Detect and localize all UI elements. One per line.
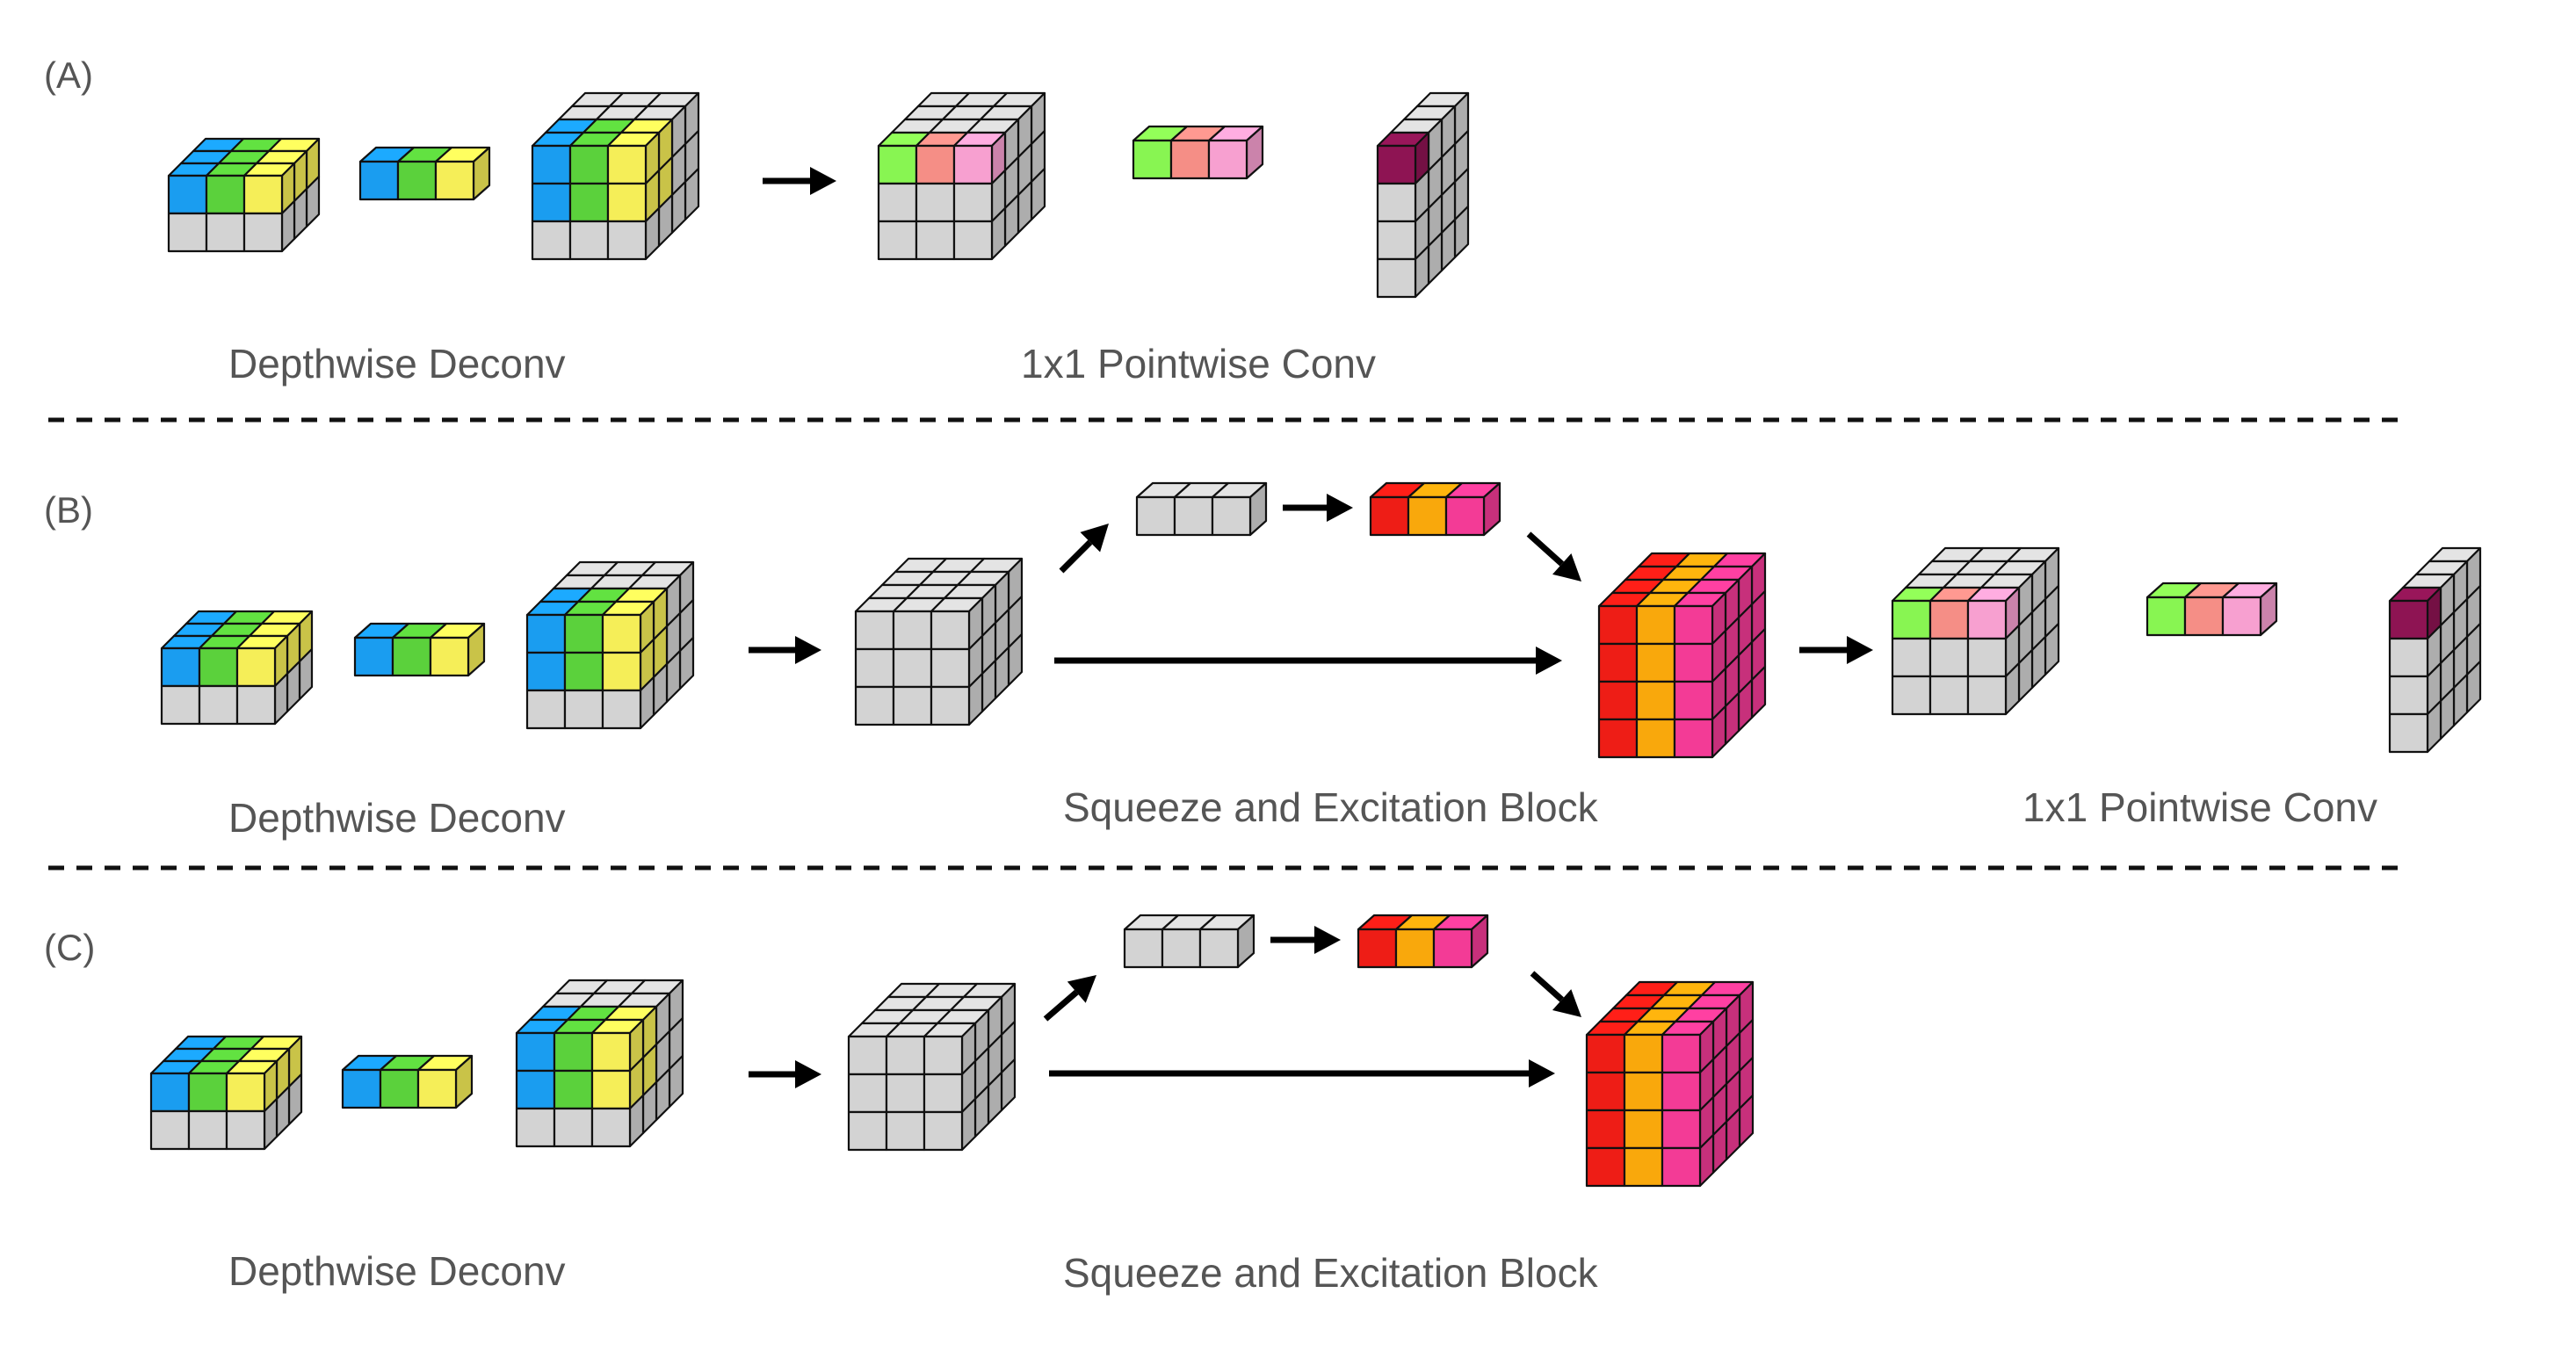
a-output-column [1376,91,1470,299]
c-kernel [149,1035,303,1151]
c-scaled-cube [1585,980,1755,1188]
caption-c-se: Squeeze and Excitation Block [1063,1250,1599,1296]
c-excite-row [1357,914,1489,969]
c-squeeze-row [1123,914,1255,969]
b-output-column [2388,546,2482,754]
flow-arrows [749,167,1873,1088]
b-pointwise-row [2145,582,2278,637]
a-kernel-row [358,146,491,201]
c-arrow-skip [1049,1059,1555,1087]
a-pointwise-row [1132,125,1264,180]
a-kernel [167,137,321,253]
b-depthwise-cube [525,560,695,730]
b-arrow-to-feature [749,636,821,664]
b-arrow-excite-to-scale [1526,531,1581,582]
caption-a-depthwise: Depthwise Deconv [228,341,566,387]
b-feature-cube [854,557,1024,726]
b-kernel-row [353,622,486,677]
caption-b-pointwise: 1x1 Pointwise Conv [2022,784,2377,830]
caption-b-depthwise: Depthwise Deconv [228,795,566,841]
c-arrow-squeeze-to-excite [1270,926,1341,954]
c-arrow-excite-to-scale [1530,971,1581,1017]
panel-label-a: (A) [44,54,93,96]
caption-a-pointwise: 1x1 Pointwise Conv [1021,341,1376,387]
b-arrow-to-pointwise [1799,636,1873,664]
b-scaled-cube [1597,552,1767,759]
b-arrow-squeeze-to-excite [1283,494,1353,522]
a-arrow-to-pointwise [763,167,836,195]
caption-c-depthwise: Depthwise Deconv [228,1248,566,1294]
c-depthwise-cube [515,979,684,1148]
b-excite-row [1369,481,1501,537]
b-pointwise-cube [1891,546,2060,716]
caption-b-se: Squeeze and Excitation Block [1063,784,1599,830]
a-depthwise-cube [531,91,700,261]
cube-stacks [149,91,2482,1188]
panel-label-b: (B) [44,489,93,531]
c-kernel-row [341,1054,474,1109]
c-arrow-to-feature [749,1060,821,1088]
b-kernel [160,610,314,726]
panel-label-c: (C) [44,927,95,968]
a-pointwise-cube [877,91,1046,261]
b-arrow-skip [1054,647,1562,675]
c-arrow-to-squeeze [1043,975,1096,1022]
b-arrow-to-squeeze [1059,524,1109,574]
b-squeeze-row [1135,481,1268,537]
c-feature-cube [847,982,1017,1152]
